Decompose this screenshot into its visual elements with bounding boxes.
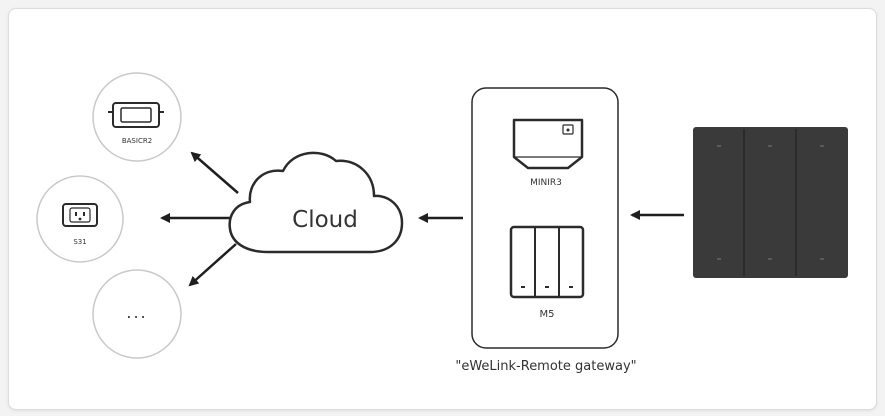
arrow-cloud-to-basicr2 <box>190 151 239 194</box>
wall-remote-panel-icon <box>693 127 848 278</box>
device-more: ... <box>92 269 182 359</box>
relay-module-icon <box>108 102 164 128</box>
minir3-relay-icon <box>512 118 584 170</box>
gateway-caption: "eWeLink-Remote gateway" <box>455 359 636 374</box>
m5-switch-icon <box>509 225 585 299</box>
device-s31: S31 <box>36 175 124 263</box>
cloud-icon <box>228 151 404 254</box>
device-basicr2: BASICR2 <box>92 72 182 162</box>
arrow-cloud-to-more <box>188 243 237 287</box>
device-basicr2-label: BASICR2 <box>122 137 152 145</box>
cloud-label: Cloud <box>292 207 358 233</box>
cloud-node: Cloud <box>228 151 404 254</box>
m5-label: M5 <box>540 309 555 320</box>
ellipsis-icon: ... <box>126 303 147 322</box>
gateway-group: MINIR3 M5 "eWeLink-Remote gateway" <box>455 87 637 374</box>
minir3-label: MINIR3 <box>530 178 562 188</box>
smart-plug-icon <box>62 203 98 227</box>
device-s31-label: S31 <box>73 238 86 246</box>
